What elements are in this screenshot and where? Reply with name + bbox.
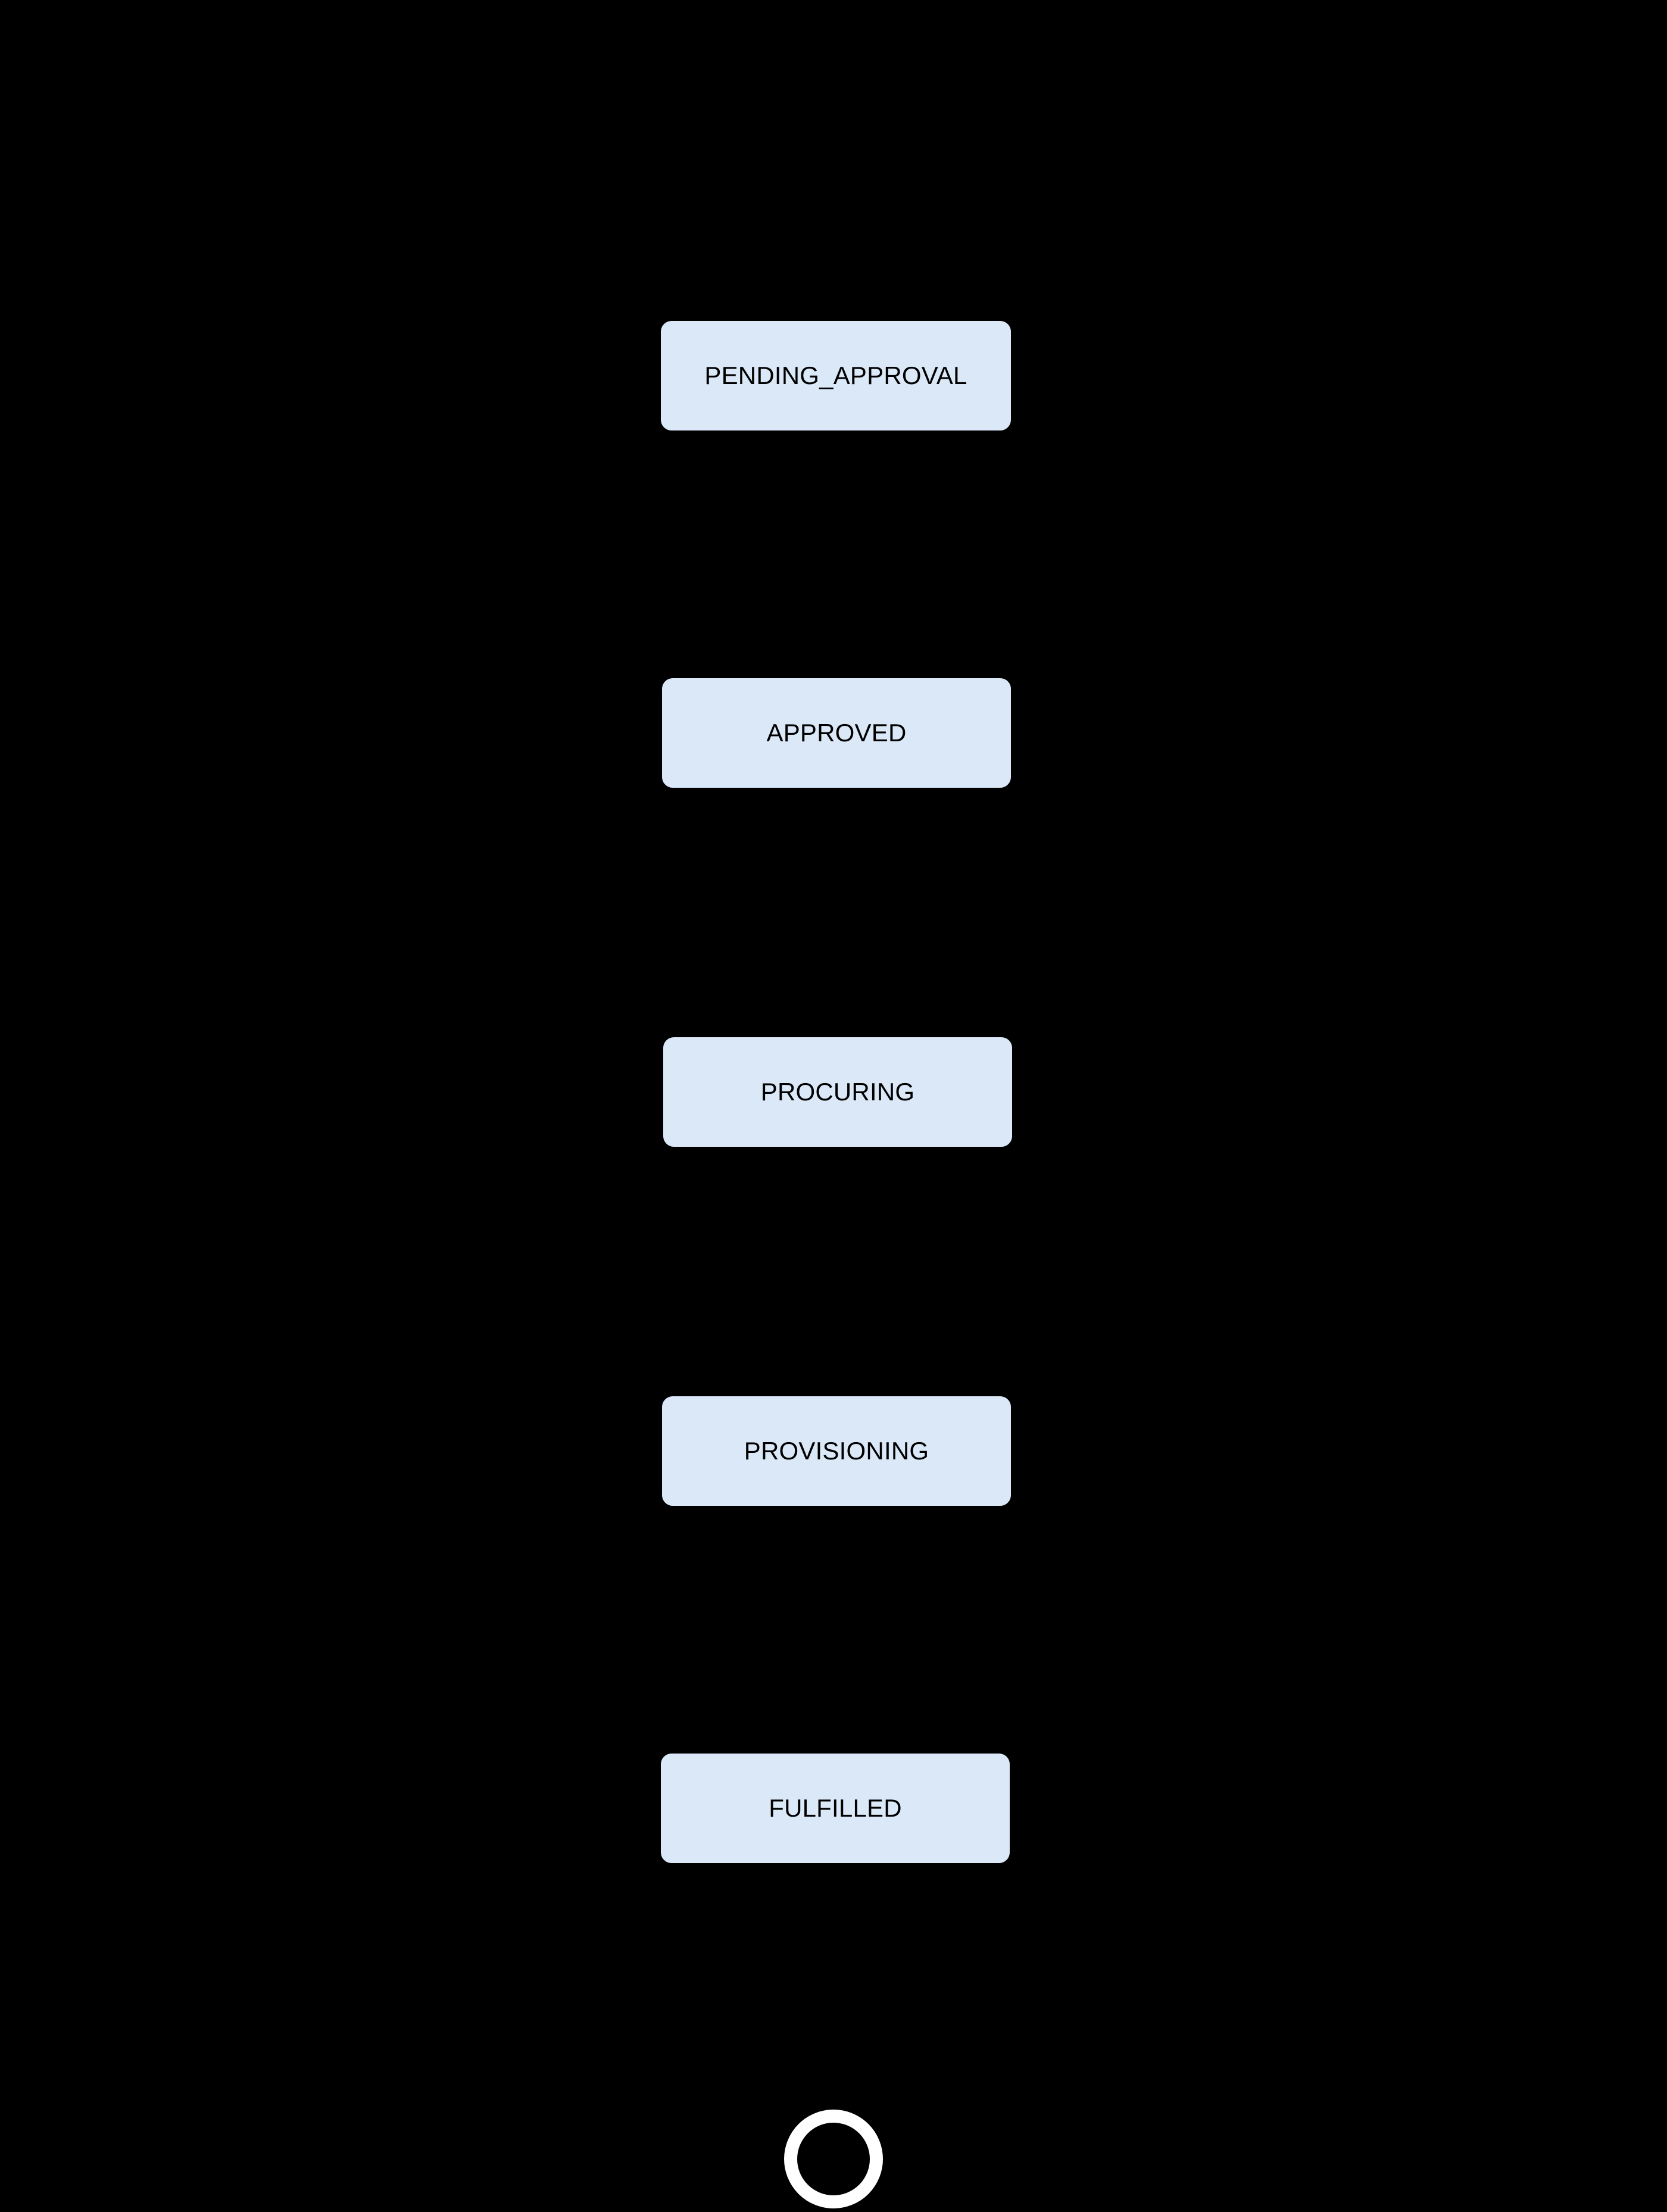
- edge-arrowhead-procuring: [827, 1027, 840, 1036]
- edge-arrowhead-provisioning: [827, 1386, 840, 1395]
- edge-arrowhead-end: [827, 2100, 840, 2110]
- state-node-label: PROVISIONING: [744, 1437, 929, 1465]
- state-node-procuring[interactable]: PROCURING: [662, 1036, 1013, 1148]
- state-node-label: PROCURING: [760, 1078, 915, 1106]
- state-node-label: FULFILLED: [769, 1794, 902, 1822]
- state-node-pending-approval[interactable]: PENDING_APPROVAL: [660, 320, 1012, 432]
- edge-arrowhead-approved: [827, 667, 840, 677]
- edge-provisioning-to-fulfilled: [832, 1507, 835, 1743]
- state-node-label: PENDING_APPROVAL: [704, 361, 967, 389]
- state-node-label: APPROVED: [766, 719, 907, 747]
- edge-fulfilled-to-end: [832, 1864, 835, 2100]
- state-node-provisioning[interactable]: PROVISIONING: [661, 1395, 1012, 1507]
- edge-approved-to-procuring: [832, 789, 835, 1027]
- state-node-approved[interactable]: APPROVED: [661, 677, 1012, 789]
- edge-arrowhead-fulfilled: [827, 1743, 840, 1752]
- edge-procuring-to-provisioning: [832, 1148, 835, 1386]
- state-node-fulfilled[interactable]: FULFILLED: [660, 1752, 1011, 1864]
- end-state-ring: [784, 2110, 883, 2208]
- edge-pending-approval-to-approved: [832, 432, 835, 667]
